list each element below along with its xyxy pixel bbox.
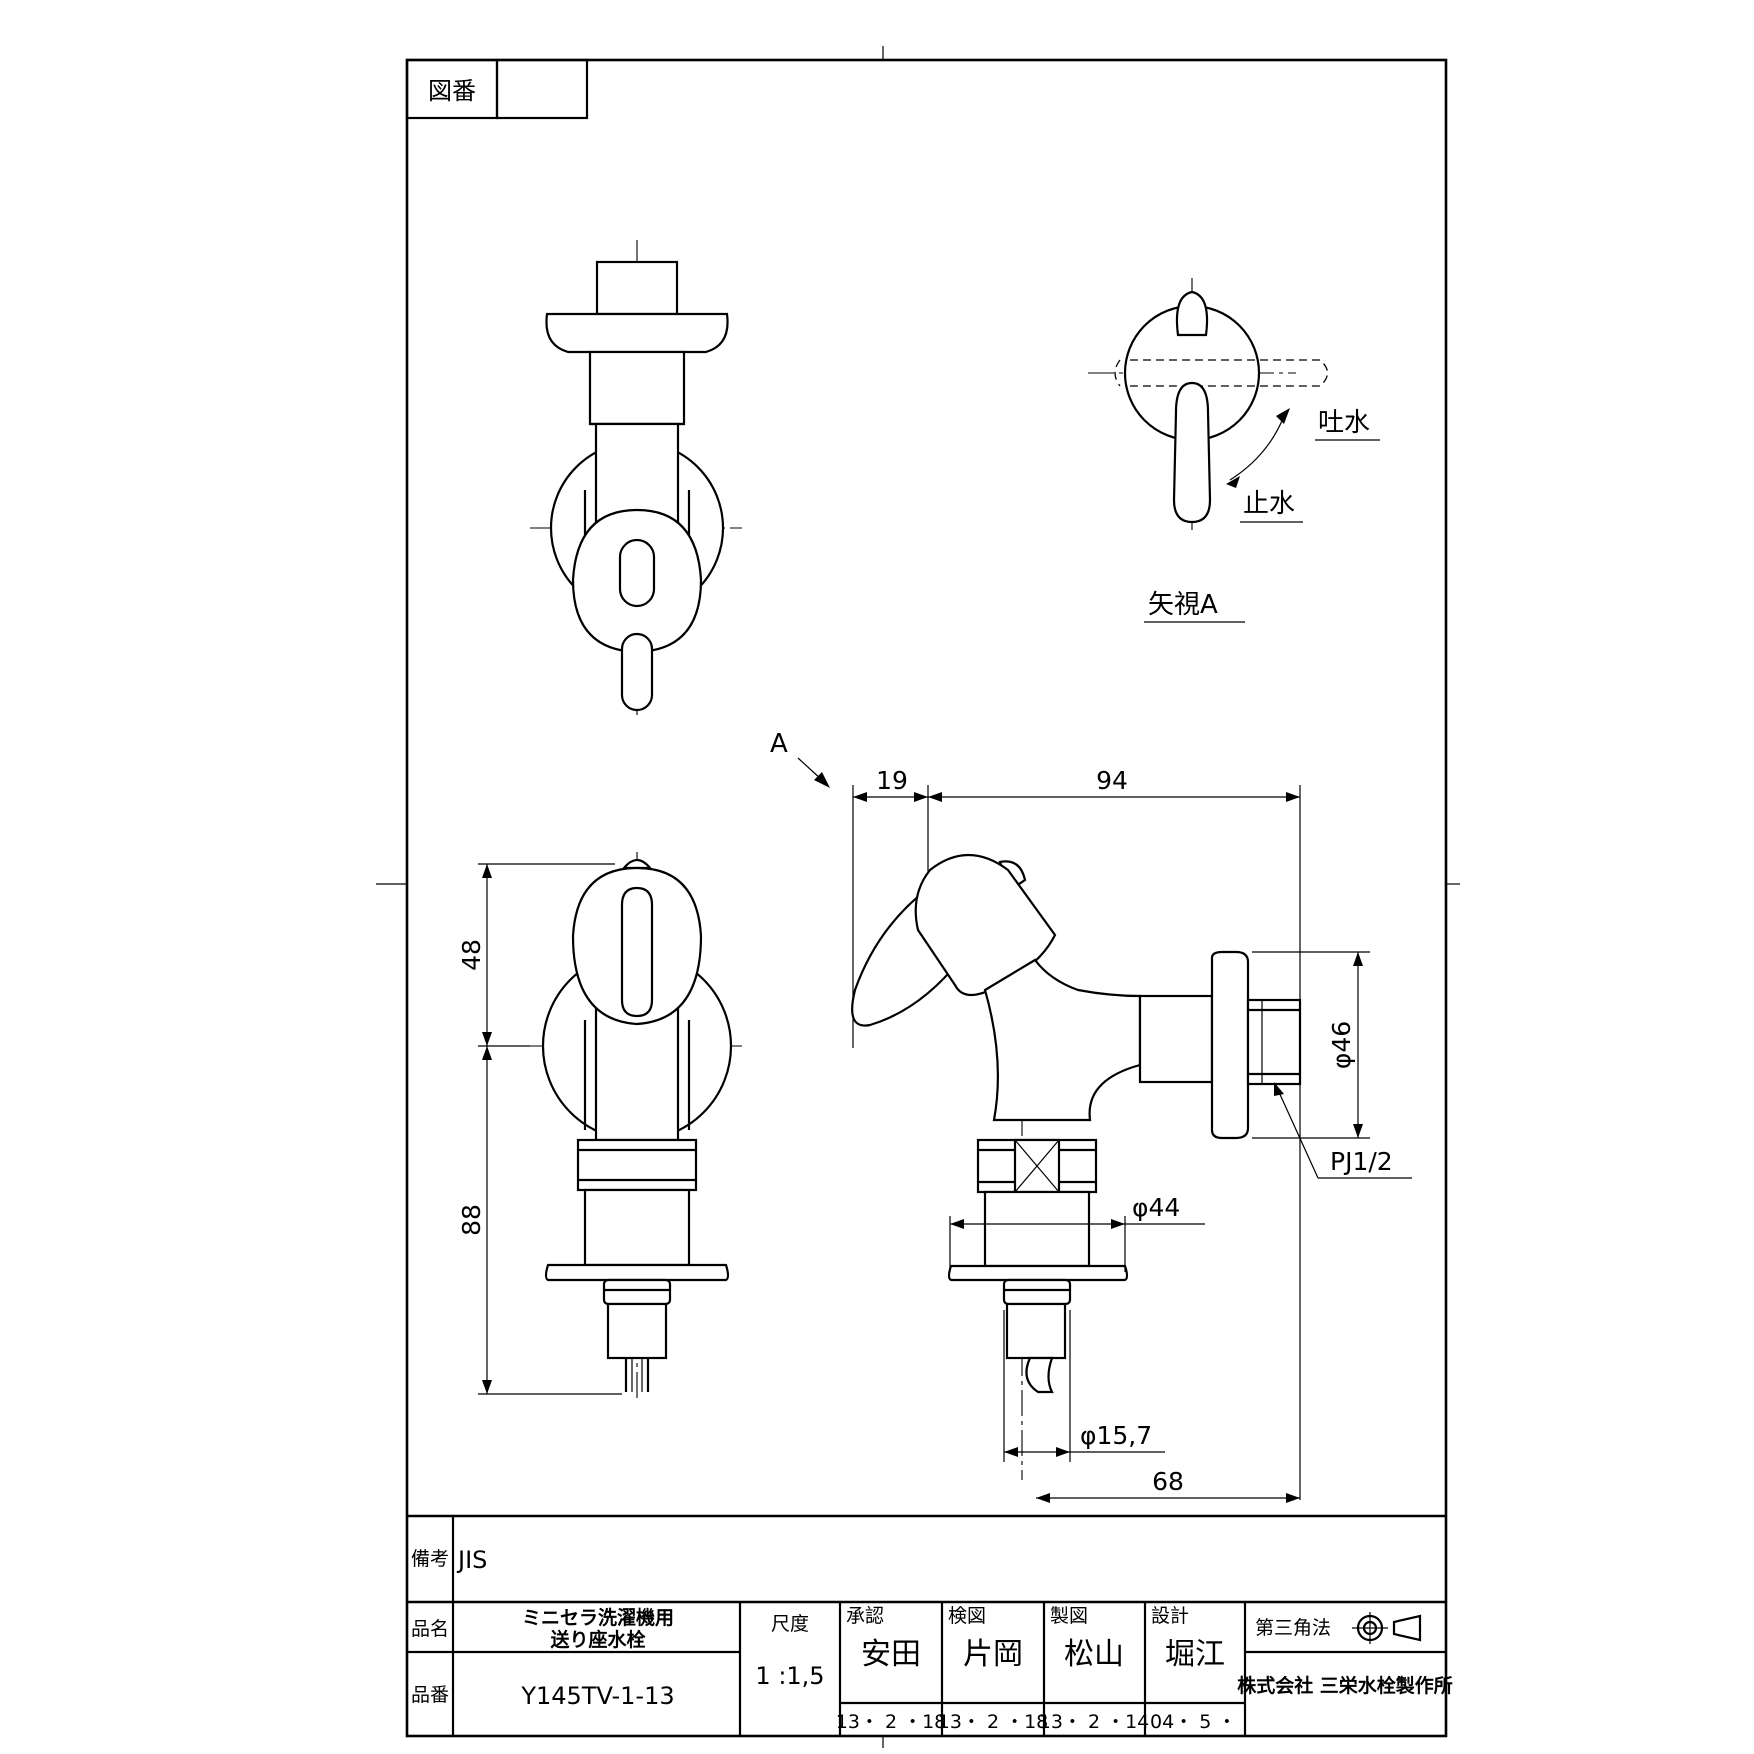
drawn-label: 製図: [1050, 1605, 1088, 1627]
third-angle-projection-icon: [1352, 1612, 1422, 1644]
dim-88: 88: [457, 1204, 486, 1236]
drawing-number-box: 図番: [405, 58, 589, 120]
number-value: Y145TV-1-13: [520, 1682, 674, 1710]
approved-date: 13・ 2 ・18: [836, 1711, 947, 1733]
drawn-date: 13・ 2 ・14: [1039, 1711, 1150, 1733]
drawing-number-label: 図番: [428, 77, 476, 105]
dim-phi44: φ44: [1132, 1193, 1180, 1222]
name-line2: 送り座水栓: [550, 1628, 645, 1651]
drawn-name: 松山: [1064, 1637, 1124, 1672]
drawing-frame: [405, 58, 1448, 1738]
name-label: 品名: [411, 1618, 449, 1640]
dim-94: 94: [1096, 766, 1128, 795]
company-name: 株式会社 三栄水栓製作所: [1237, 1674, 1453, 1697]
checked-date: 13・ 2 ・18: [938, 1711, 1049, 1733]
top-view: [530, 240, 742, 715]
dim-68: 68: [1152, 1467, 1184, 1496]
dim-48: 48: [457, 939, 486, 971]
svg-text:A: A: [770, 729, 788, 759]
front-view: 48 88: [457, 852, 742, 1400]
approved-label: 承認: [846, 1605, 884, 1627]
view-a-caption: 矢視A: [1148, 590, 1218, 620]
remarks-label: 備考: [411, 1548, 449, 1570]
name-line1: ミニセラ洗濯機用: [522, 1606, 674, 1629]
side-view: 19 94: [851, 766, 1412, 1503]
projection-label: 第三角法: [1255, 1617, 1331, 1639]
design-label: 設計: [1151, 1605, 1189, 1627]
rotation-open-label: 吐水: [1318, 408, 1370, 438]
checked-label: 検図: [948, 1605, 986, 1627]
scale-value: 1 :1,5: [755, 1662, 824, 1690]
scale-label: 尺度: [771, 1613, 809, 1635]
remarks-value: JIS: [456, 1546, 487, 1574]
dim-phi15-7: φ15,7: [1080, 1421, 1152, 1450]
title-block: 備考 JIS 品名 ミニセラ洗濯機用 送り座水栓 品番 Y145TV-1-13 …: [407, 1514, 1453, 1736]
dim-phi46: φ46: [1327, 1021, 1356, 1069]
approved-name: 安田: [861, 1637, 921, 1672]
dim-19: 19: [876, 766, 908, 795]
checked-name: 片岡: [963, 1637, 1023, 1672]
view-a: 吐水 止水 矢視A: [1088, 278, 1380, 623]
registration-marks: [376, 46, 1460, 1748]
view-a-marker: A: [770, 729, 830, 788]
number-label: 品番: [411, 1684, 449, 1706]
rotation-close-label: 止水: [1243, 489, 1295, 519]
design-name: 堀江: [1165, 1637, 1225, 1672]
design-date: 04・ 5 ・: [1150, 1711, 1236, 1733]
dim-thread-pj12: PJ1/2: [1330, 1147, 1393, 1176]
